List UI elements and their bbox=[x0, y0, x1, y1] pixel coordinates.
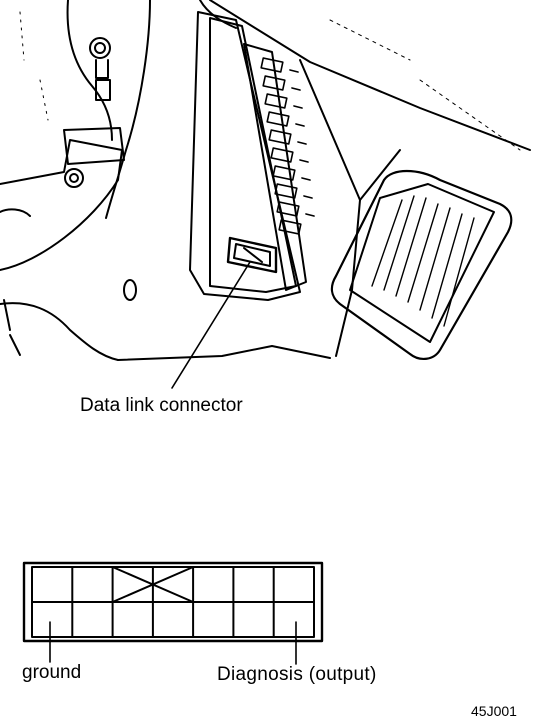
bolt-lower bbox=[64, 168, 84, 188]
dash-edge bbox=[209, 0, 531, 357]
pinout-diagram bbox=[22, 561, 324, 643]
panel-opening bbox=[189, 11, 301, 301]
blocked-cell-cross bbox=[111, 566, 195, 603]
clip bbox=[95, 79, 111, 101]
diagnosis-label: Diagnosis (output) bbox=[217, 664, 377, 685]
figure-code: 45J001 bbox=[471, 703, 517, 719]
pinout-outer-frame bbox=[22, 561, 324, 643]
bolt-upper bbox=[89, 37, 111, 79]
data-link-connector bbox=[226, 236, 278, 274]
accelerator-pedal bbox=[330, 170, 513, 360]
body-panel bbox=[0, 0, 521, 361]
connector-label: Data link connector bbox=[80, 395, 243, 416]
ground-label: ground bbox=[22, 662, 82, 683]
connector-pointer bbox=[171, 261, 251, 389]
pinout-column-dividers bbox=[71, 566, 275, 638]
fuse-block bbox=[243, 43, 315, 291]
